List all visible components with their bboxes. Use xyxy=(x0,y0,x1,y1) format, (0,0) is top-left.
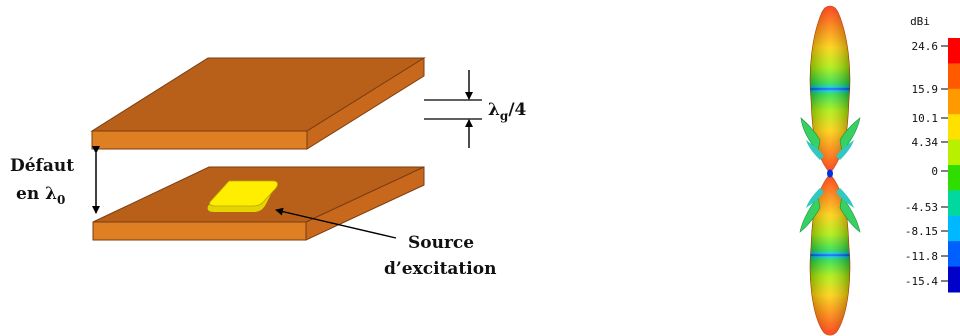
colorbar-segment xyxy=(948,139,960,166)
plate-structure: λg/4 Défaut en λ0 Source d’excitation xyxy=(10,57,527,279)
colorbar-segment xyxy=(948,266,960,293)
colorbar-tick-label: -15.4 xyxy=(905,275,938,288)
gap-label: λg/4 xyxy=(488,100,527,123)
colorbar-tick-label: -11.8 xyxy=(905,250,938,263)
colorbar: dBi 24.6 15.9 10.1 4.34 0 -4.53 -8.15 -11.8 -15.… xyxy=(905,15,960,293)
top-plate-right-face xyxy=(306,57,425,150)
colorbar-tick-label: 24.6 xyxy=(912,40,939,53)
colorbar-segment xyxy=(948,215,960,242)
lower-left-side-lobe xyxy=(799,195,821,233)
colorbar-segment xyxy=(948,38,960,64)
source-arrow xyxy=(275,207,397,239)
colorbar-gradient xyxy=(948,38,960,293)
colorbar-tick-label: -4.53 xyxy=(905,201,938,214)
defect-label-line1: Défaut xyxy=(10,156,74,176)
colorbar-segment xyxy=(948,241,960,268)
excitation-patch xyxy=(207,180,278,212)
colorbar-unit: dBi xyxy=(910,15,930,28)
colorbar-tick-label: 0 xyxy=(931,165,938,178)
upper-left-side-lobe xyxy=(800,117,821,153)
bottom-plate-right-face xyxy=(305,166,425,241)
radiation-pattern xyxy=(799,5,861,336)
colorbar-tick-label: -8.15 xyxy=(905,225,938,238)
colorbar-tick-label: 10.1 xyxy=(912,112,939,125)
colorbar-tick-label: 15.9 xyxy=(912,83,939,96)
defect-label-line2: en λ0 xyxy=(16,184,65,207)
colorbar-segment xyxy=(948,190,960,217)
upper-right-side-lobe xyxy=(839,117,861,153)
colorbar-segment xyxy=(948,114,960,141)
colorbar-segment xyxy=(948,165,960,191)
top-plate-front-face xyxy=(91,130,308,150)
colorbar-tick-label: 4.34 xyxy=(912,136,939,149)
pattern-null xyxy=(827,169,833,178)
source-label-line1: Source xyxy=(408,233,474,253)
colorbar-segment xyxy=(948,88,960,115)
top-plate xyxy=(90,57,426,150)
source-label-line2: d’excitation xyxy=(384,259,496,279)
bottom-plate-front-face xyxy=(92,221,307,241)
colorbar-segment xyxy=(948,63,960,90)
colorbar-tick-labels: 24.6 15.9 10.1 4.34 0 -4.53 -8.15 -11.8 -15.4 xyxy=(905,40,948,288)
lower-right-side-lobe xyxy=(839,195,861,233)
